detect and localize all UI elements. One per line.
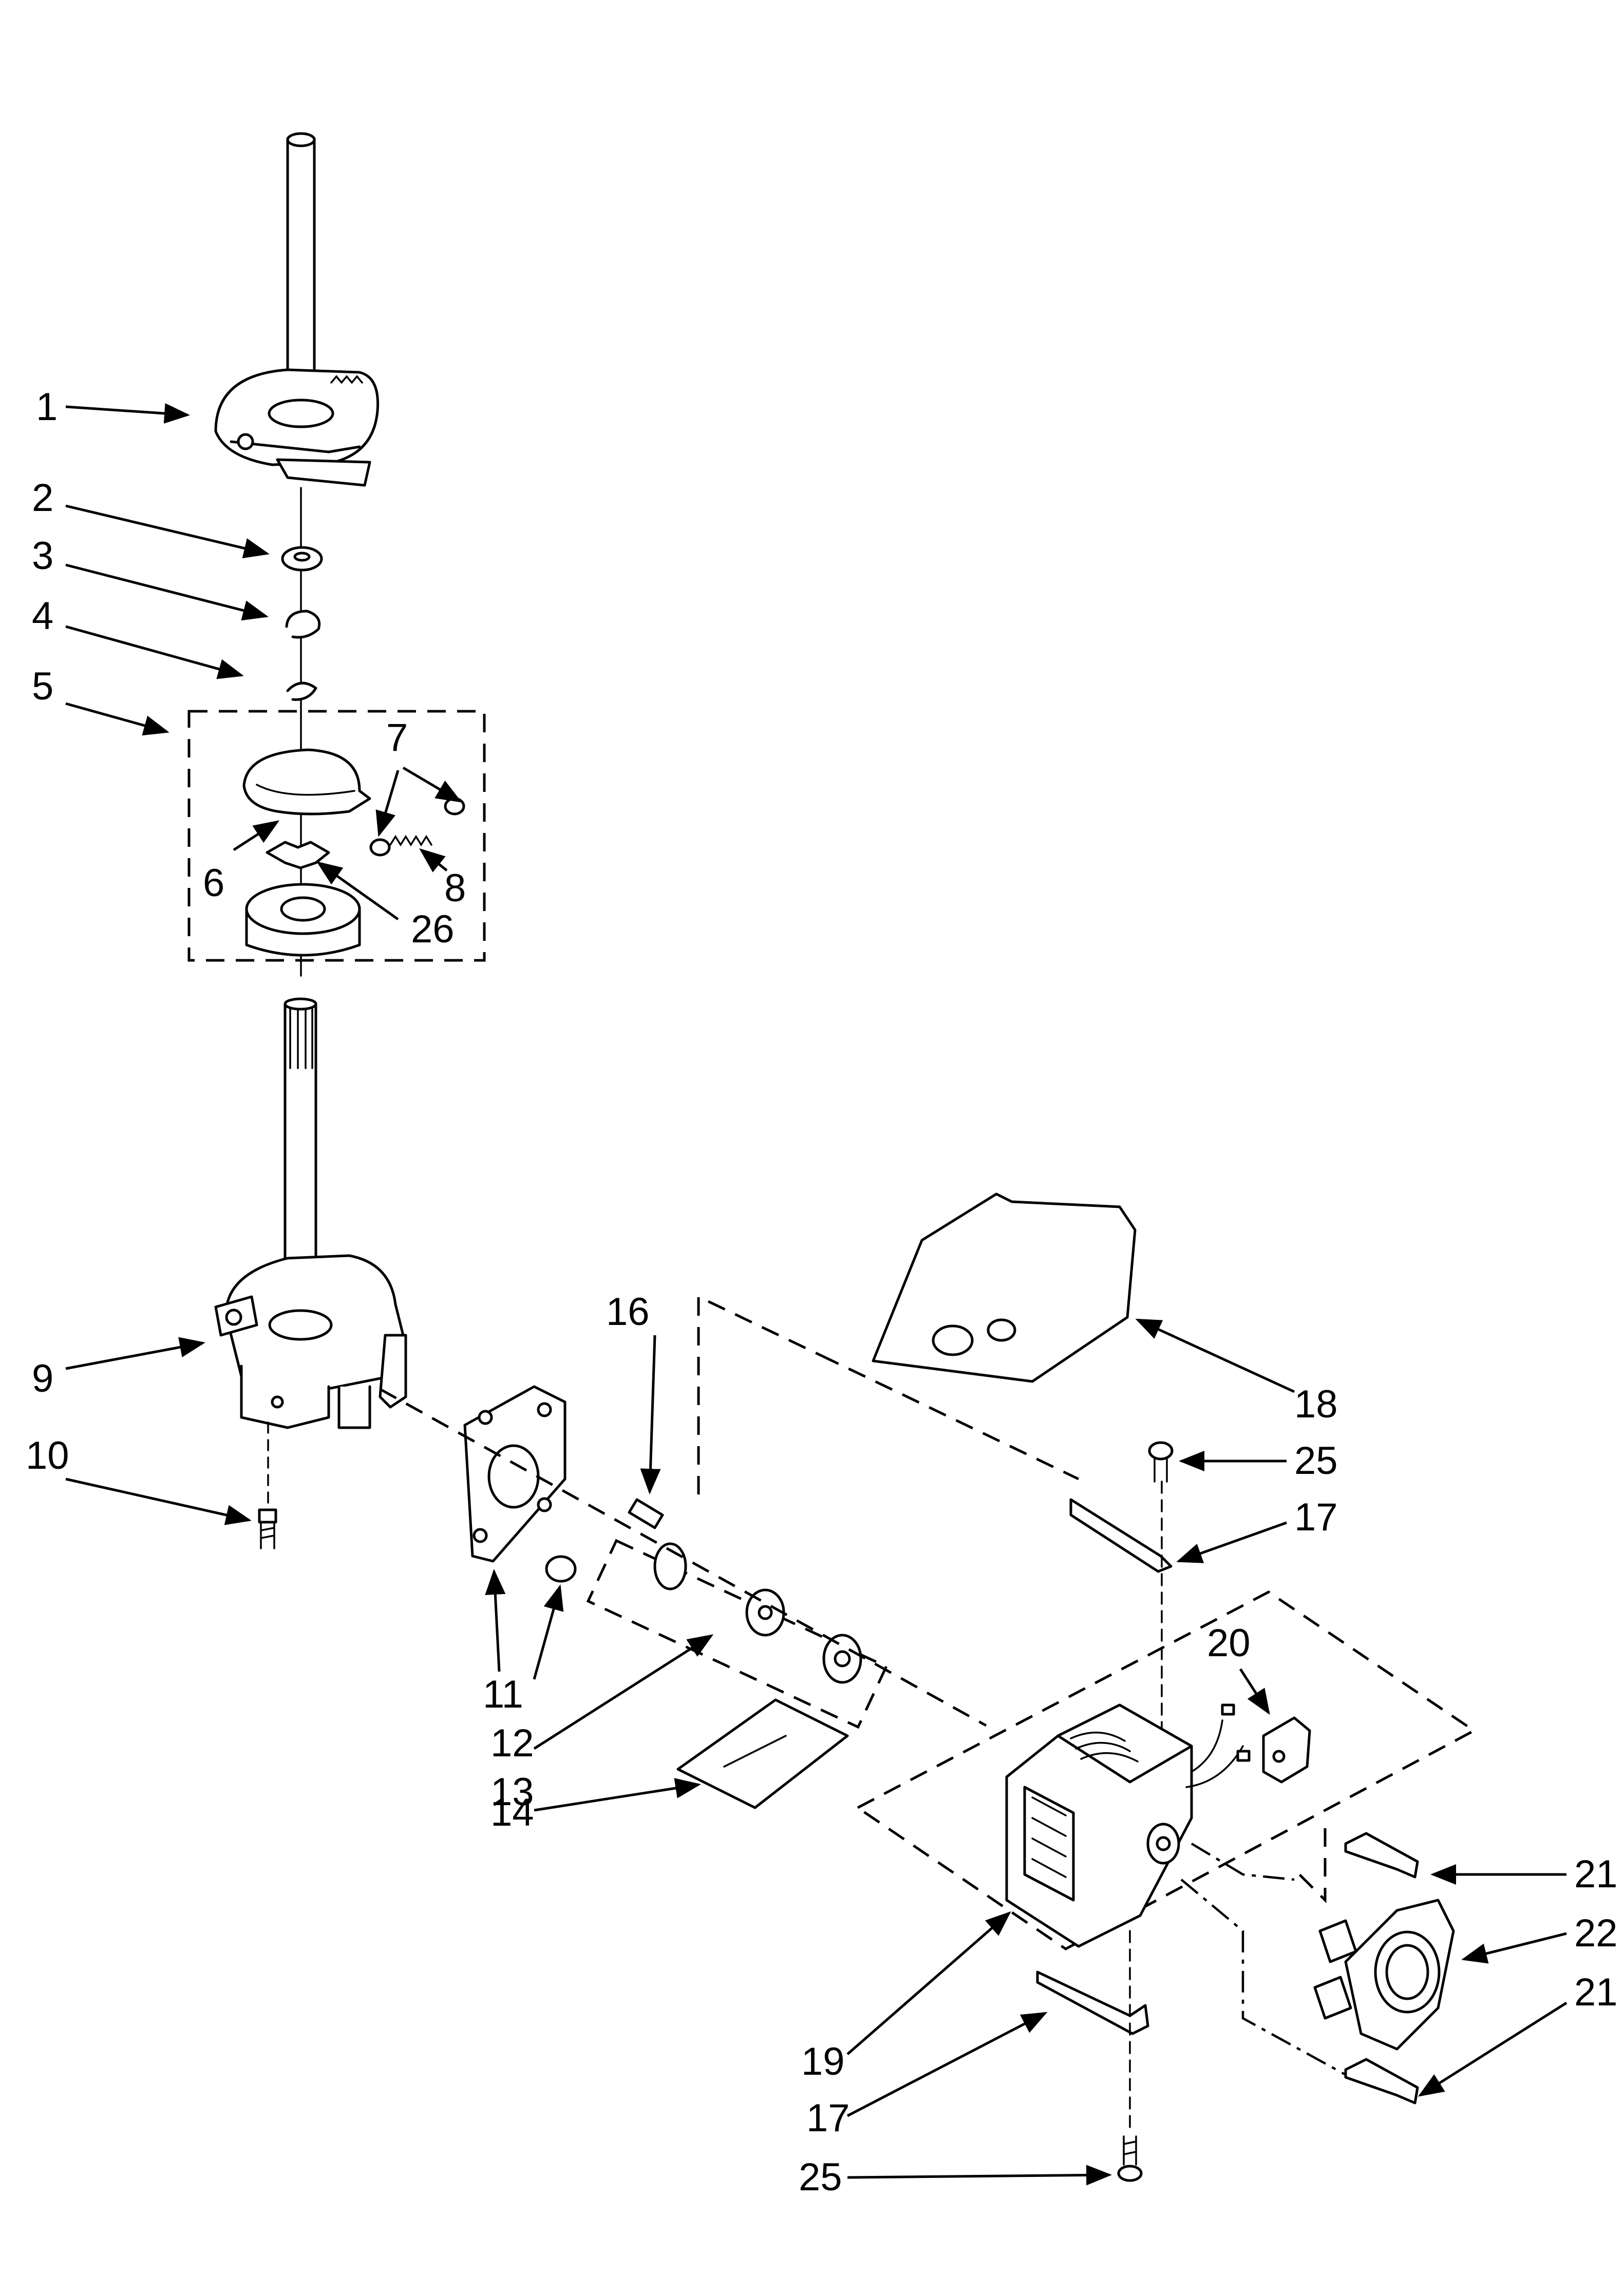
callout-2: 2: [32, 476, 53, 520]
brake-hub: [245, 883, 361, 957]
callout-13: 13: [490, 1770, 534, 1814]
bracket-route-line: [1293, 1828, 1327, 1904]
coupler-group-outline: [586, 1539, 888, 1729]
bracket-part-21-upper: [1344, 1832, 1419, 1879]
callout-19: 19: [801, 2040, 845, 2083]
callout-11: 11: [483, 1673, 523, 1716]
brake-kit-group-outline: [187, 710, 486, 962]
brake-band-part-6: [242, 748, 371, 816]
callout-3: 3: [32, 534, 53, 578]
clip-part-17-upper: [1069, 1498, 1173, 1573]
callout-8: 8: [444, 866, 466, 910]
bracket-part-21-lower: [1344, 2058, 1419, 2105]
motor-part-19: [1005, 1703, 1244, 1948]
motor-group-outline: [855, 1590, 1477, 1950]
callout-9: 9: [32, 1357, 53, 1400]
callout-10: 10: [26, 1434, 69, 1477]
coupler-part-12: [545, 1555, 577, 1583]
callout-20: 20: [1207, 1621, 1251, 1665]
washer-part-2: [281, 546, 323, 572]
wire-route-line: [697, 1295, 823, 1494]
pump-axis-line: [1191, 1843, 1295, 1881]
callout-17-lower: 17: [806, 2096, 850, 2140]
callout-25-lower: 25: [799, 2155, 842, 2199]
callout-14: 14: [490, 1791, 534, 1834]
callout-1: 1: [36, 385, 58, 429]
pump-part-22: [1313, 1899, 1455, 2051]
gearcase-part-9: [214, 997, 407, 1429]
cam-assembly-part-1: [214, 132, 380, 487]
shield-part-18: [872, 1192, 1137, 1383]
leader-lines: [65, 403, 1568, 2186]
mount-plate-part-11: [463, 1385, 566, 1563]
spring-part-8: [369, 797, 465, 857]
callout-4: 4: [32, 594, 53, 638]
callout-22: 22: [1574, 1911, 1618, 1955]
screw-part-25-lower: [1117, 2135, 1143, 2182]
drive-spring-part-26: [266, 841, 330, 869]
screw-part-25-upper: [1148, 1441, 1174, 1483]
switch-part-20: [1221, 1703, 1311, 1784]
callout-6: 6: [203, 861, 224, 905]
pump-mount-line: [1180, 1879, 1347, 2076]
wire-route-line-2: [821, 1354, 1080, 1481]
callout-26: 26: [411, 907, 455, 951]
callout-5: 5: [32, 665, 53, 708]
clip-part-17-lower: [1036, 1970, 1149, 2035]
callout-12: 12: [490, 1721, 534, 1765]
bolt-part-10: [258, 1508, 277, 1549]
callout-21-upper: 21: [1574, 1852, 1618, 1896]
motor-axis-line: [379, 1388, 987, 1727]
snap-ring-part-4: [286, 681, 317, 701]
callout-7: 7: [386, 716, 408, 760]
pad-part-14: [676, 1698, 849, 1809]
callout-numbers: 1 2 3 4 5 6 7 8 26 9 10 16 18 25 17 20 1…: [26, 385, 1618, 2199]
callout-18: 18: [1294, 1382, 1338, 1426]
coupler-part-13: [653, 1542, 862, 1684]
clip-part-3: [285, 610, 321, 639]
callout-21-lower: 21: [1574, 1970, 1618, 2014]
callout-17-upper: 17: [1294, 1495, 1338, 1539]
callout-16: 16: [606, 1290, 650, 1334]
callout-25-upper: 25: [1294, 1439, 1338, 1483]
bolt-part-16: [628, 1498, 664, 1529]
